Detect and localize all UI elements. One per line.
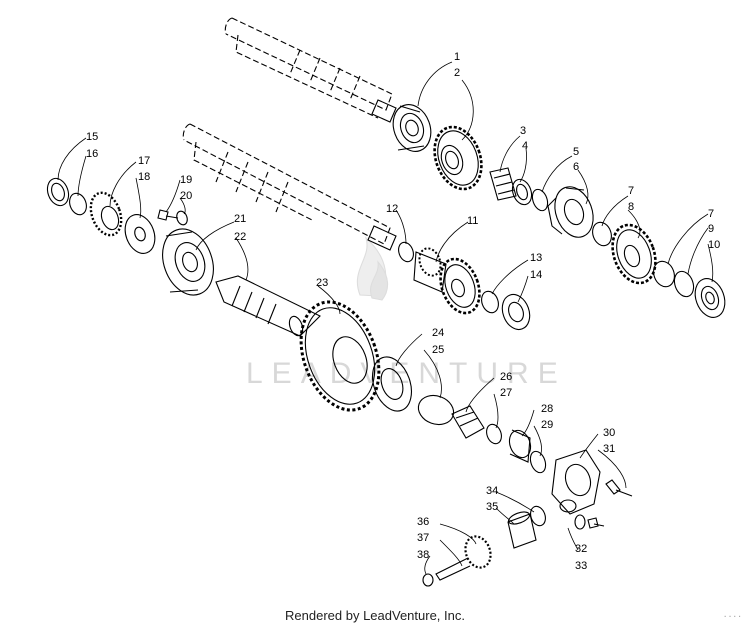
callout-9: 9 bbox=[708, 223, 714, 235]
callout-18: 18 bbox=[138, 171, 150, 183]
shift-collar-6 bbox=[547, 186, 594, 238]
sprocket-17 bbox=[89, 191, 123, 237]
callout-6: 6 bbox=[573, 161, 579, 173]
callout-23: 23 bbox=[316, 277, 328, 289]
ring-5 bbox=[531, 188, 549, 212]
callout-37: 37 bbox=[417, 532, 429, 544]
needle-bearing-3 bbox=[489, 167, 517, 201]
callout-labels: 1 2 3 4 5 6 7 8 7 9 10 11 12 13 14 15 16… bbox=[86, 51, 720, 572]
washer-7-upper bbox=[592, 221, 612, 247]
washer-12 bbox=[398, 241, 414, 263]
callout-15: 15 bbox=[86, 131, 98, 143]
callout-31: 31 bbox=[603, 443, 615, 455]
ring-27 bbox=[486, 423, 502, 445]
callout-28: 28 bbox=[541, 403, 553, 415]
gear-2 bbox=[433, 125, 483, 191]
middle-shaft bbox=[182, 123, 391, 245]
callout-8: 8 bbox=[628, 201, 634, 213]
gasket-25 bbox=[417, 394, 455, 426]
washer-13 bbox=[481, 290, 499, 314]
callout-1: 1 bbox=[454, 51, 460, 63]
upper-shaft-end bbox=[371, 99, 397, 123]
callout-10: 10 bbox=[708, 239, 720, 251]
callout-26: 26 bbox=[500, 371, 512, 383]
gear-23 bbox=[299, 300, 381, 412]
callout-24: 24 bbox=[432, 327, 444, 339]
bushing-35 bbox=[507, 511, 537, 549]
gear-8 bbox=[611, 223, 657, 285]
bearing-24 bbox=[372, 356, 412, 412]
callout-27: 27 bbox=[500, 387, 512, 399]
callout-33: 33 bbox=[575, 560, 587, 572]
upper-shaft bbox=[224, 17, 393, 119]
callout-35: 35 bbox=[486, 501, 498, 513]
bushing-28 bbox=[508, 429, 532, 463]
callout-22: 22 bbox=[234, 231, 246, 243]
worm-shaft-26 bbox=[451, 405, 485, 439]
pinion-36 bbox=[435, 535, 492, 581]
washer-20 bbox=[176, 210, 188, 226]
callout-4: 4 bbox=[522, 140, 528, 152]
bearing-10 bbox=[694, 278, 726, 318]
callout-32: 32 bbox=[575, 543, 587, 555]
middle-shaft-end bbox=[367, 225, 397, 251]
callout-25: 25 bbox=[432, 344, 444, 356]
watermark-text: LEADVENTURE bbox=[246, 357, 567, 390]
callout-7-lower: 7 bbox=[708, 208, 714, 220]
callout-17: 17 bbox=[138, 155, 150, 167]
seal-15 bbox=[46, 177, 70, 207]
callout-19: 19 bbox=[180, 174, 192, 186]
clip-38 bbox=[422, 573, 434, 587]
callout-38: 38 bbox=[417, 549, 429, 561]
callout-5: 5 bbox=[573, 146, 579, 158]
ring-29 bbox=[529, 450, 547, 474]
housing-30 bbox=[551, 449, 601, 515]
callout-16: 16 bbox=[86, 148, 98, 160]
bearing-21 bbox=[162, 228, 214, 296]
watermark: LEADVENTURE bbox=[246, 236, 567, 390]
bolt-32 bbox=[587, 517, 605, 529]
diagram-code: .... bbox=[722, 611, 742, 620]
callout-36: 36 bbox=[417, 516, 429, 528]
callout-20: 20 bbox=[180, 190, 192, 202]
callout-34: 34 bbox=[486, 485, 498, 497]
callout-29: 29 bbox=[541, 419, 553, 431]
callout-21: 21 bbox=[234, 213, 246, 225]
bearing-14 bbox=[501, 293, 531, 331]
leader-lines bbox=[57, 61, 714, 575]
washer-4 bbox=[511, 178, 533, 206]
gear-cluster-11 bbox=[413, 247, 481, 315]
callout-12: 12 bbox=[386, 203, 398, 215]
callout-13: 13 bbox=[530, 252, 542, 264]
callout-3: 3 bbox=[520, 125, 526, 137]
callout-2: 2 bbox=[454, 67, 460, 79]
callout-14: 14 bbox=[530, 269, 542, 281]
bearing-1 bbox=[392, 104, 432, 152]
washer-7-lower bbox=[653, 260, 675, 288]
footer-credit: Rendered by LeadVenture, Inc. bbox=[285, 608, 465, 623]
output-shaft-22 bbox=[215, 275, 321, 337]
bolt-19 bbox=[157, 209, 179, 221]
callout-30: 30 bbox=[603, 427, 615, 439]
callout-7-upper: 7 bbox=[628, 185, 634, 197]
washer-33 bbox=[574, 514, 586, 530]
washer-18 bbox=[124, 214, 156, 254]
ring-16 bbox=[69, 192, 87, 216]
ring-9 bbox=[673, 270, 695, 298]
bolt-31 bbox=[605, 479, 633, 497]
callout-11: 11 bbox=[467, 215, 478, 227]
